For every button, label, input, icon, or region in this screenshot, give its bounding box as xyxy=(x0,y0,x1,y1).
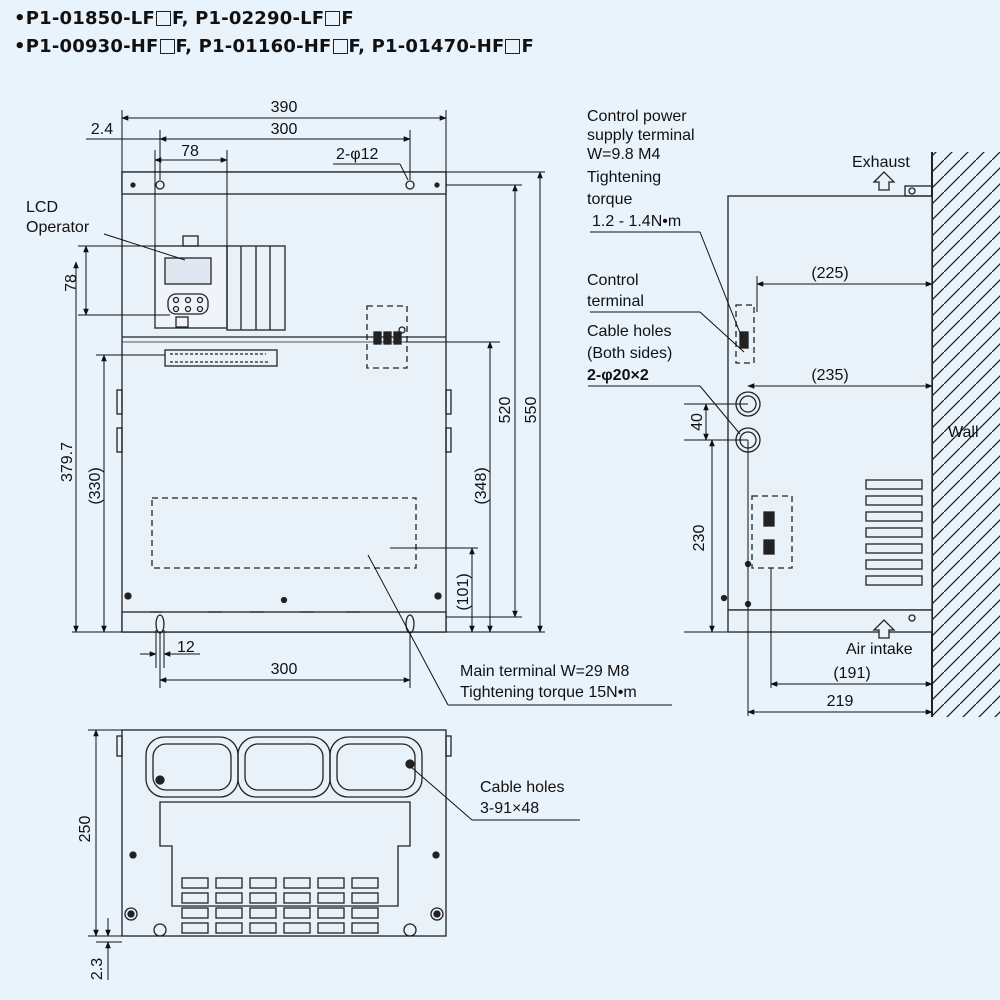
cable-holes-label-1: Cable holes xyxy=(587,323,672,340)
airflow-arrows xyxy=(872,171,896,639)
lcd-label-line-1: LCD xyxy=(26,199,58,216)
bottom-view xyxy=(116,729,452,937)
bottom-vent-grid xyxy=(181,877,379,934)
side-labels: Control power supply terminal W=9.8 M4 T… xyxy=(587,108,979,710)
lcd-screen xyxy=(164,257,212,285)
vent-slots xyxy=(865,479,923,586)
dim-550-label: 550 xyxy=(523,397,540,424)
front-outer-body xyxy=(121,171,447,633)
side-main-terminal xyxy=(751,495,793,569)
ctrl-terminal-label-1: Control xyxy=(587,272,639,289)
main-terminal-label-1: Main terminal W=29 M8 xyxy=(460,663,629,680)
operator-connector xyxy=(175,316,189,328)
side-body xyxy=(727,195,933,611)
placeholder-box xyxy=(332,39,348,54)
dim-300-top-label: 300 xyxy=(271,121,298,138)
air-intake-label: Air intake xyxy=(846,641,913,658)
keypad-button xyxy=(172,296,180,304)
operator-tab xyxy=(182,235,199,247)
dim-225-label: (225) xyxy=(811,265,848,282)
control-power-terminal-outline xyxy=(366,305,408,369)
keypad-button xyxy=(184,305,192,313)
hole-label: 2-φ12 xyxy=(336,146,379,163)
front-top-flange xyxy=(121,171,447,195)
cable-hole-3 xyxy=(329,736,423,798)
side-view xyxy=(720,185,933,633)
placeholder-box xyxy=(505,39,521,54)
dim-101-label: (101) xyxy=(455,573,472,610)
dim-379-7-label: 379.7 xyxy=(59,442,76,482)
dim-2-4-label: 2.4 xyxy=(91,121,113,138)
keypad-button xyxy=(196,296,204,304)
bottom-labels: Cable holes 3-91×48 250 2.3 xyxy=(77,779,565,980)
intake-arrow-icon xyxy=(872,619,896,639)
main-terminal-label-2: Tightening torque 15N•m xyxy=(460,684,637,701)
dim-520-label: 520 xyxy=(497,397,514,424)
placeholder-box xyxy=(159,39,175,54)
placeholder-box xyxy=(155,11,171,26)
bottom-plate xyxy=(159,801,411,907)
bottom-cable-holes-label-2: 3-91×48 xyxy=(480,800,539,817)
dim-40-label: 40 xyxy=(689,413,706,431)
front-dimensions xyxy=(72,110,672,706)
dim-230-label: 230 xyxy=(691,525,708,552)
front-bottom-flange xyxy=(121,611,447,633)
exhaust-label: Exhaust xyxy=(852,154,910,171)
side-dimensions xyxy=(588,231,933,716)
lcd-label-line-2: Operator xyxy=(26,219,90,236)
dim-300-bottom-label: 300 xyxy=(271,661,298,678)
dim-12-label: 12 xyxy=(177,639,195,656)
keypad-button xyxy=(196,305,204,313)
keypad-button xyxy=(172,305,180,313)
mounting-hole xyxy=(155,180,165,190)
ctrl-power-label-2: supply terminal xyxy=(587,127,695,144)
cable-holes-label-3: 2-φ20×2 xyxy=(587,367,649,384)
dim-78-left-label: 78 xyxy=(63,274,80,292)
control-terminal-strip xyxy=(164,349,278,367)
dim-330-label: (330) xyxy=(87,467,104,504)
dim-348-label: (348) xyxy=(473,467,490,504)
placeholder-box xyxy=(325,11,341,26)
main-terminal-outline xyxy=(151,497,417,569)
dim-250-label: 250 xyxy=(77,816,94,843)
dim-390-label: 390 xyxy=(271,99,298,116)
exhaust-arrow-icon xyxy=(872,171,896,191)
side-bottom-flange xyxy=(727,609,933,633)
cable-holes-label-2: (Both sides) xyxy=(587,345,672,362)
ctrl-power-label-4: Tightening xyxy=(587,169,661,186)
keypad-button xyxy=(184,296,192,304)
ctrl-terminal-label-2: terminal xyxy=(587,293,644,310)
dim-235-label: (235) xyxy=(811,367,848,384)
ctrl-power-label-5: torque xyxy=(587,191,632,208)
front-dim-labels: 390 2.4 300 78 2-φ12 LCD Operator 78 379… xyxy=(26,99,637,701)
bottom-cable-holes-label-1: Cable holes xyxy=(480,779,565,796)
keypad xyxy=(167,293,209,315)
ctrl-power-label-1: Control power xyxy=(587,108,687,125)
dim-2-3-label: 2.3 xyxy=(89,958,106,980)
bottom-dimensions xyxy=(88,729,580,980)
front-view xyxy=(116,171,452,634)
ctrl-power-label-6: 1.2 - 1.4N•m xyxy=(592,213,681,230)
top-bracket xyxy=(904,185,933,197)
wall-label: Wall xyxy=(948,424,979,441)
dim-219-label: 219 xyxy=(827,693,854,710)
side-control-terminal xyxy=(735,304,755,364)
mounting-hole xyxy=(405,180,415,190)
dim-78-top-label: 78 xyxy=(181,143,199,160)
dim-191-label: (191) xyxy=(833,665,870,682)
wall-hatch xyxy=(932,152,1000,717)
ctrl-power-label-3: W=9.8 M4 xyxy=(587,146,660,163)
